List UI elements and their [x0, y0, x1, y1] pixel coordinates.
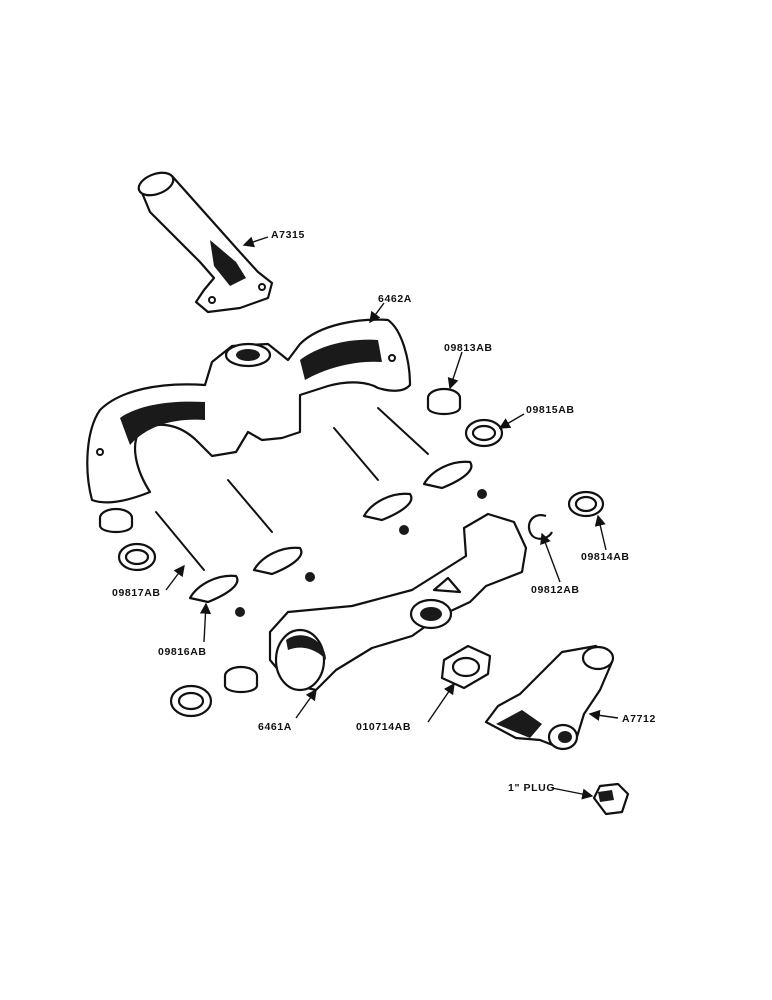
studs	[155, 407, 429, 571]
nuts	[235, 489, 487, 617]
upper-outlet-elbow	[137, 171, 274, 314]
label-09814ab: 09814AB	[581, 551, 630, 563]
clamps	[188, 460, 473, 604]
label-a7712: A7712	[622, 713, 656, 725]
upper-manifold	[86, 318, 412, 504]
ring-09815ab	[464, 418, 504, 448]
label-a7315: A7315	[271, 229, 305, 241]
gasket-010714ab	[440, 644, 492, 690]
ring-09812ab	[527, 514, 553, 540]
label-09812ab: 09812AB	[531, 584, 580, 596]
label-010714ab: 010714AB	[356, 721, 411, 733]
leader-lines	[165, 236, 619, 800]
ring-09814ab	[567, 490, 605, 518]
ring-left-upper	[98, 507, 134, 534]
ring-09813ab	[426, 387, 462, 416]
label-09815ab: 09815AB	[526, 404, 575, 416]
lower-outlet-elbow	[484, 644, 615, 751]
label-6461a: 6461A	[258, 721, 292, 733]
lower-manifold	[268, 512, 528, 692]
pipe-plug	[592, 782, 630, 816]
label-09813ab: 09813AB	[444, 342, 493, 354]
ring-left-middle	[117, 542, 157, 572]
label-plug: 1" PLUG	[508, 782, 555, 794]
ring-left-lower	[169, 684, 213, 718]
label-09817ab: 09817AB	[112, 587, 161, 599]
label-6462a: 6462A	[378, 293, 412, 305]
label-09816ab: 09816AB	[158, 646, 207, 658]
ring-left-cup	[223, 665, 259, 694]
